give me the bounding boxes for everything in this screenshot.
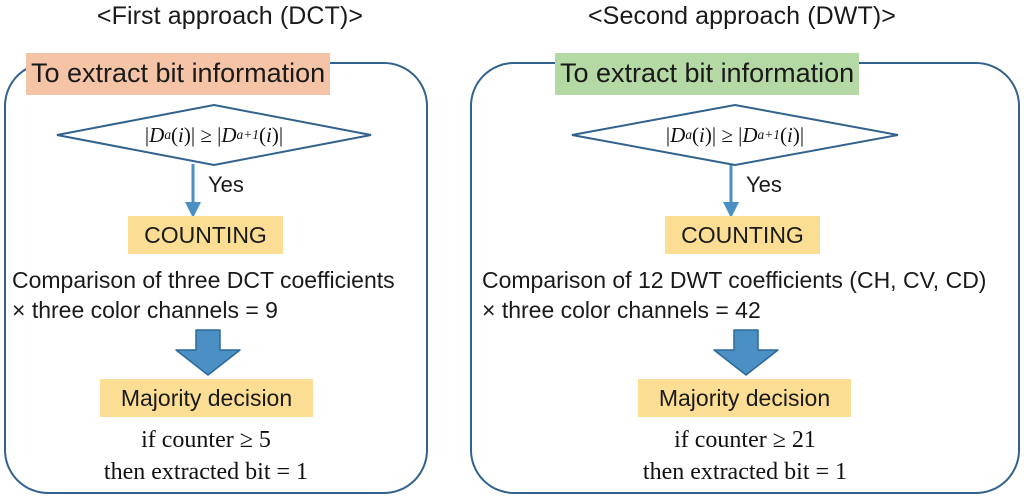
block-arrow-icon — [175, 329, 241, 376]
panel-first-approach: <First approach (DCT)> To extract bit in… — [0, 0, 460, 500]
diamond-shape-icon — [571, 104, 899, 166]
footer-line1-second-approach: if counter ≥ 21 — [674, 427, 816, 453]
panel-title-second-approach: <Second approach (DWT)> — [587, 2, 896, 30]
block-arrow-icon — [713, 329, 779, 376]
counting-box-second-approach: COUNTING — [665, 216, 820, 254]
down-arrow-icon — [185, 164, 201, 218]
yes-arrow-second-approach — [722, 164, 748, 222]
footer-line1-first-approach: if counter ≥ 5 — [141, 427, 271, 453]
explanation-line1-first-approach: Comparison of three DCT coefficients — [12, 267, 395, 293]
explanation-line2-second-approach: × three color channels = 42 — [482, 297, 761, 323]
block-down-arrow-first-approach — [172, 328, 244, 378]
branch-label-yes-first-approach: Yes — [208, 172, 244, 197]
explanation-second-approach: Comparison of 12 DWT coefficients (CH, C… — [482, 265, 986, 325]
footer-rule-second-approach: if counter ≥ 21 then extracted bit = 1 — [605, 424, 885, 488]
explanation-line1-second-approach: Comparison of 12 DWT coefficients (CH, C… — [482, 267, 987, 293]
majority-decision-box-second-approach: Majority decision — [638, 379, 851, 417]
branch-label-yes-second-approach: Yes — [746, 172, 782, 197]
majority-decision-box-first-approach: Majority decision — [100, 379, 313, 417]
yes-arrow-first-approach — [184, 164, 210, 222]
explanation-first-approach: Comparison of three DCT coefficients × t… — [12, 265, 395, 325]
block-down-arrow-second-approach — [710, 328, 782, 378]
footer-rule-first-approach: if counter ≥ 5 then extracted bit = 1 — [66, 424, 346, 488]
counting-box-first-approach: COUNTING — [128, 216, 283, 254]
header-chip-first-approach: To extract bit information — [26, 53, 331, 95]
diamond-shape-icon — [56, 104, 372, 166]
panel-title-first-approach: <First approach (DCT)> — [96, 2, 364, 30]
panel-second-approach: <Second approach (DWT)> To extract bit i… — [460, 0, 1024, 500]
down-arrow-icon — [723, 164, 739, 218]
explanation-line2-first-approach: × three color channels = 9 — [12, 297, 278, 323]
header-chip-second-approach: To extract bit information — [555, 53, 860, 95]
footer-line2-second-approach: then extracted bit = 1 — [642, 459, 848, 485]
footer-line2-first-approach: then extracted bit = 1 — [103, 459, 309, 485]
